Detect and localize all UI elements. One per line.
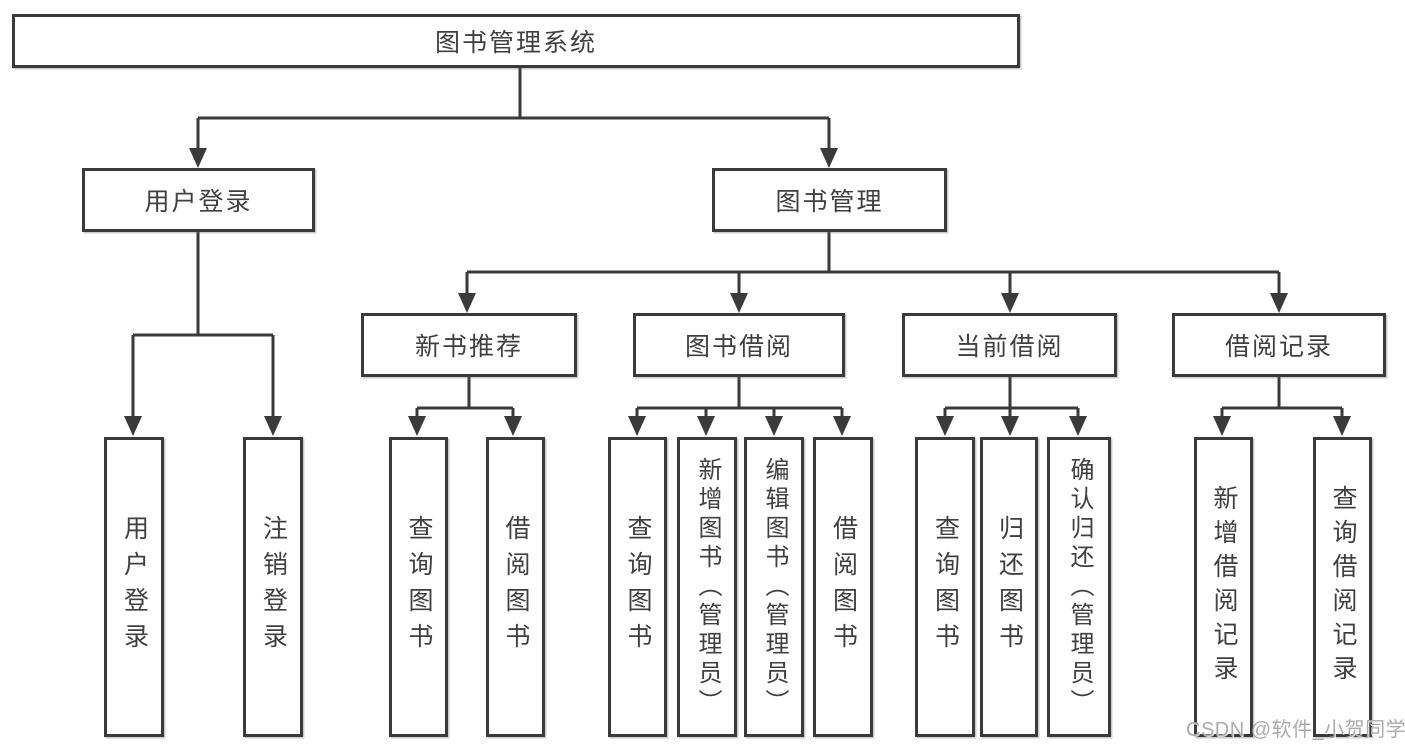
node-label: 图书管理系统: [434, 29, 597, 57]
node-label: 新书推荐: [414, 333, 523, 361]
leaf-query-books-recommend: 查询图书: [389, 437, 448, 737]
node-label: 查询图书: [931, 515, 960, 659]
node-label: 借阅记录: [1224, 333, 1333, 361]
csdn-watermark: CSDN @软件_小贺同学: [1186, 719, 1405, 741]
node-label: 新增图书（管理员）: [694, 456, 721, 718]
node-book-borrowing: 图书借阅: [633, 313, 845, 377]
leaf-edit-books-admin: 编辑图书（管理员）: [744, 437, 804, 737]
node-label: 查询借阅记录: [1329, 485, 1357, 689]
node-user-login: 用户登录: [82, 168, 315, 232]
leaf-logout: 注销登录: [243, 437, 303, 737]
node-new-book-recommend: 新书推荐: [361, 313, 577, 377]
node-label: 图书管理: [775, 188, 884, 216]
leaf-borrow-books-borrowing: 借阅图书: [813, 437, 873, 737]
node-label: 借阅图书: [502, 515, 530, 659]
node-label: 归还图书: [995, 515, 1024, 659]
node-label: 查询图书: [405, 515, 433, 659]
node-label: 图书借阅: [684, 333, 793, 361]
node-label: 注销登录: [259, 515, 288, 659]
leaf-return-books: 归还图书: [980, 437, 1038, 737]
node-label: 用户登录: [144, 188, 253, 216]
leaf-add-borrow-record: 新增借阅记录: [1194, 437, 1253, 737]
leaf-query-books-current: 查询图书: [915, 437, 975, 737]
node-label: 查询图书: [624, 515, 652, 659]
node-label: 借阅图书: [829, 515, 858, 659]
leaf-query-books-borrowing: 查询图书: [608, 437, 667, 737]
node-book-management: 图书管理: [712, 168, 947, 232]
node-borrowing-records: 借阅记录: [1172, 313, 1386, 377]
node-current-borrowing: 当前借阅: [902, 313, 1117, 377]
leaf-add-books-admin: 新增图书（管理员）: [677, 437, 737, 737]
node-label: 编辑图书（管理员）: [761, 456, 788, 718]
leaf-confirm-return-admin: 确认归还（管理员）: [1047, 437, 1111, 737]
node-label: 当前借阅: [955, 333, 1064, 361]
node-label: 确认归还（管理员）: [1066, 456, 1093, 718]
node-label: 用户登录: [120, 515, 149, 659]
leaf-query-borrow-record: 查询借阅记录: [1313, 437, 1372, 737]
leaf-borrow-books-recommend: 借阅图书: [486, 437, 545, 737]
leaf-user-login: 用户登录: [104, 437, 164, 737]
node-library-system: 图书管理系统: [12, 14, 1020, 68]
node-label: 新增借阅记录: [1210, 485, 1238, 689]
